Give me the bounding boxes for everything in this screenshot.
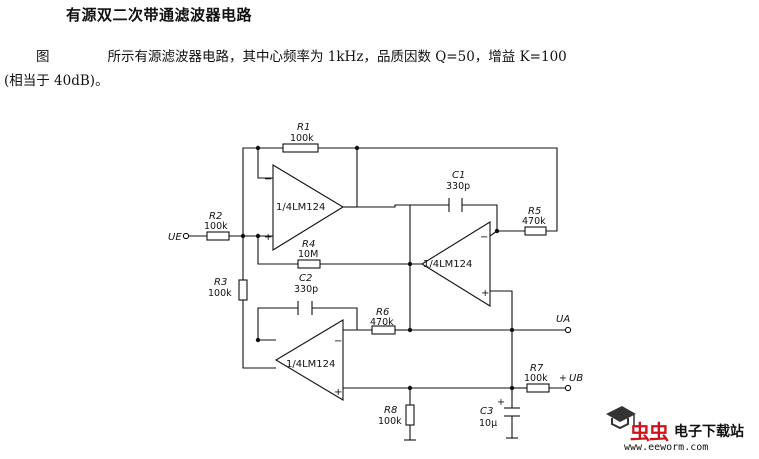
svg-text:100k: 100k [378,416,402,427]
opamp-bottom-minus: − [334,336,342,347]
opamp-right: − + 1/4LM124 [420,221,491,307]
resistor-r2: R2 100k [204,211,230,241]
terminal-input: UE [168,232,190,243]
svg-text:470k: 470k [370,317,394,328]
opamp-bottom-label: 1/4LM124 [286,359,335,370]
opamp-right-minus: − [480,232,488,243]
svg-text:100k: 100k [208,288,232,299]
svg-text:R7: R7 [530,363,544,374]
circuit-wires [188,147,566,440]
svg-text:R8: R8 [384,405,397,416]
svg-text:330p: 330p [446,181,470,192]
svg-text:UB: UB [569,373,583,384]
svg-text:10μ: 10μ [479,418,497,429]
capacitor-c3: + C3 10μ [479,397,520,429]
capacitor-c1: C1 330p [446,170,470,212]
svg-text:R5: R5 [528,206,541,217]
watermark-tagline: 电子下载站 [674,424,744,440]
resistor-r4: R4 10M [297,239,321,269]
svg-text:R1: R1 [297,122,310,133]
svg-text:+: + [497,397,505,408]
svg-text:330p: 330p [294,284,318,295]
junction-dots [240,145,515,391]
paragraph-figure-ref: 图 [36,49,50,65]
svg-text:C1: C1 [452,170,465,181]
terminal-output-a: UA [556,314,572,334]
svg-text:100k: 100k [290,133,314,144]
svg-text:R3: R3 [214,277,227,288]
opamp-right-label: 1/4LM124 [423,259,472,270]
svg-text:R6: R6 [376,307,389,318]
resistor-r8: R8 100k [378,404,415,427]
svg-text:UA: UA [556,314,570,325]
resistor-r7: R7 100k [524,363,550,393]
opamp-top: − + 1/4LM124 [264,164,345,251]
opamp-bottom: − + 1/4LM124 [274,319,344,401]
capacitor-c2: C2 330p [294,273,318,315]
svg-text:100k: 100k [204,221,228,232]
svg-text:R4: R4 [302,239,315,250]
resistor-r6: R6 470k [370,307,396,335]
terminal-output-b: + UB [559,373,583,392]
svg-text:C2: C2 [299,273,312,284]
svg-text:10M: 10M [298,249,318,260]
svg-text:UE: UE [168,232,182,243]
graduation-cap-icon [606,406,636,430]
paragraph-line-1: 图 所示有源滤波器电路，其中心频率为 1kHz，品质因数 Q=50，增益 K=10… [36,44,567,70]
opamp-bottom-plus: + [334,387,342,398]
svg-text:+: + [559,373,567,384]
site-watermark: 虫虫 电子下载站 www.eeworm.com [596,398,756,456]
page-title: 有源双二次带通滤波器电路 [66,6,253,24]
watermark-url: www.eeworm.com [624,442,709,453]
svg-text:470k: 470k [522,216,546,227]
svg-text:100k: 100k [524,373,548,384]
resistor-r1: R1 100k [282,122,319,153]
paragraph-line-1-text: 所示有源滤波器电路，其中心频率为 1kHz，品质因数 Q=50，增益 K=100 [107,49,567,65]
watermark-brand: 虫虫 [630,420,669,444]
paragraph-line-2: (相当于 40dB)。 [4,73,109,89]
svg-text:C3: C3 [480,406,493,417]
opamp-right-plus: + [481,288,489,299]
resistor-r5: R5 470k [522,206,547,236]
resistor-r3: R3 100k [208,277,248,301]
opamp-top-minus: − [264,174,272,185]
opamp-top-plus: + [264,232,272,243]
ground-symbols [404,437,518,441]
opamp-top-label: 1/4LM124 [276,202,325,213]
svg-text:R2: R2 [209,211,222,222]
